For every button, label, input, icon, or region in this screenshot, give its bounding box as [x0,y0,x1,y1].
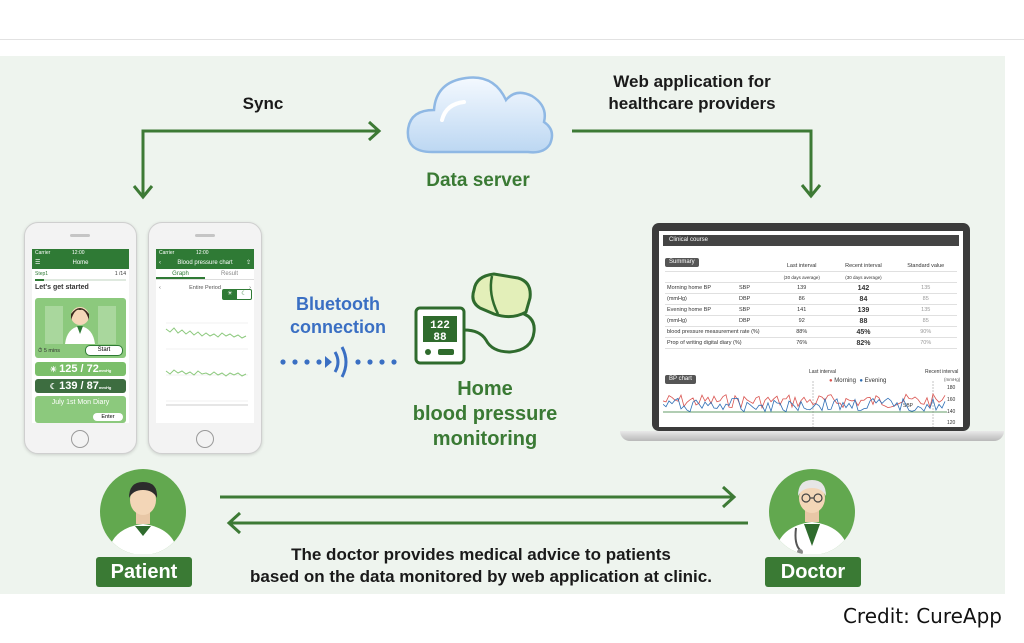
tab-graph[interactable]: Graph [156,269,205,279]
advice-line2: based on the data monitored by web appli… [250,567,712,586]
top-divider [0,39,1024,40]
bluetooth-dots [280,359,397,365]
sync-label: Sync [242,94,284,113]
recent-interval-label: Recent interval [925,369,959,375]
bp-chart-tag: BP chart [665,367,696,385]
table-row: blood pressure measurement rate (%)88%45… [665,326,957,338]
sync-arrow-path [141,129,378,197]
web-app-label-line2: healthcare providers [608,94,776,113]
bluetooth-label-line1: Bluetooth [296,294,380,314]
bluetooth-waves-icon [325,346,348,378]
table-subheader-row: (30 days average)(30 days average) [665,271,957,283]
phone-speaker [195,234,215,237]
nurse-illustration [45,306,116,344]
chart-unit: (mmHg) [944,377,961,382]
home-button-icon[interactable] [71,430,89,448]
evening-reading[interactable]: ☾ 139 / 87mmHg [35,379,126,393]
start-button[interactable]: Start [85,345,123,356]
sbp-label: SBP [903,403,914,409]
minutes-label: ⏱ 5 mins [38,348,61,354]
data-server-label: Data server [426,170,530,191]
phone-title: Home [72,260,89,266]
cloud-icon [406,76,554,154]
monitor-dia: 88 [433,332,447,344]
tab-result[interactable]: Result [220,271,238,277]
phone-speaker [70,234,90,237]
home-bp-label-line3: monitoring [432,428,538,450]
sync-arrowhead-down [132,185,154,200]
morning-reading[interactable]: ☀ 125 / 72mmHg [35,362,126,376]
lets-get-started-text: Let's get started [35,284,89,291]
phone-header: ‹ Blood pressure chart ⇪ [156,257,254,269]
lesson-card[interactable]: ⏱ 5 mins Start [35,298,126,358]
credit-text: Credit: CureApp [842,604,1002,628]
patient-label: Patient [96,557,192,587]
phone-header: ☰ Home [32,257,129,269]
laptop-base [620,431,1004,441]
table-row: Prop of writing digital diary (%)76%82%7… [665,337,957,349]
server-to-webapp-arrow [572,129,813,196]
doctor-to-patient-arrowhead [226,511,242,535]
time-toggle[interactable]: ☀☾ [222,289,252,300]
evening-series-line [663,397,946,413]
server-to-webapp-arrowhead [800,184,822,199]
advice-line1: The doctor provides medical advice to pa… [291,545,671,564]
diary-title: July 1st Mon Diary [51,399,110,406]
web-app-label-line1: Web application for [613,72,771,91]
ytick-180: 180 [947,385,956,391]
last-interval-label: Last interval [809,369,836,375]
monitor-sys: 122 [430,320,450,332]
morning-series-line [663,393,946,410]
ytick-160: 160 [947,397,956,403]
bp-mini-chart [165,322,248,406]
tabs: Graph Result [156,269,254,280]
home-bp-label-line2: blood pressure [412,403,558,425]
share-icon[interactable]: ⇪ [245,260,251,266]
bp-monitor-icon: 122 88 [414,272,536,365]
patient-avatar [100,469,186,554]
diary-card[interactable]: July 1st Mon Diary Enter [35,396,126,423]
doctor-avatar [769,469,855,554]
menu-icon[interactable]: ☰ [35,260,41,266]
doctor-label: Doctor [765,557,861,587]
bp-line-chart [663,381,947,427]
home-bp-label-line1: Home [457,378,513,400]
ytick-140: 140 [947,409,956,415]
sync-arrowhead-right [367,120,382,142]
chart-legend: ● Morning ● Evening [829,378,887,384]
enter-button[interactable]: Enter [93,413,123,421]
ytick-120: 120 [947,420,956,426]
clinical-course-header: Clinical course [663,235,959,246]
home-button-icon[interactable] [196,430,214,448]
bluetooth-label-line2: connection [289,317,386,337]
patient-to-doctor-arrowhead [721,485,737,509]
phone-title: Blood pressure chart [177,260,233,266]
back-icon[interactable]: ‹ [159,260,161,266]
period-selector[interactable]: ‹Entire Period› [159,285,251,291]
